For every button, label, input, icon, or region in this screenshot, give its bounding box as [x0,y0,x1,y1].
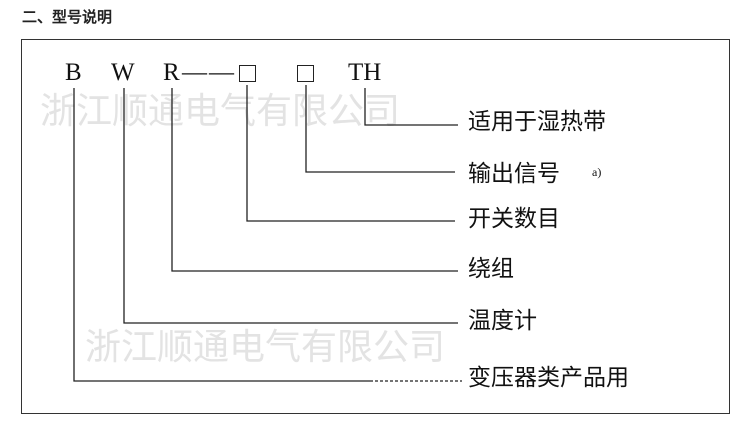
label-thermometer: 温度计 [468,308,537,334]
connector-switch-count [246,85,455,222]
watermark: 浙江顺通电气有限公司 [40,91,401,132]
section-heading: 二、型号说明 [22,8,113,26]
placeholder-box-switch-count [239,65,256,82]
connector-th [364,88,458,126]
connector-thermometer [123,88,458,324]
code-letter-w: W [111,59,135,86]
label-transformer: 变压器类产品用 [468,365,629,391]
connector-winding [171,88,458,272]
diagram-frame [21,39,730,414]
code-letter-b: B [65,59,82,86]
label-humid-tropics: 适用于湿热带 [468,109,606,135]
code-dashes: —— [182,59,236,86]
connector-transformer [73,88,370,382]
code-letters-th: TH [348,59,382,86]
label-output-signal: 输出信号 [468,161,560,187]
label-winding: 绕组 [468,256,514,282]
watermark: 浙江顺通电气有限公司 [85,327,446,368]
code-letter-r: R [163,59,180,86]
connector-output [305,85,455,173]
placeholder-box-output [297,65,314,82]
label-switch-count: 开关数目 [468,206,560,232]
label-output-note: a) [592,165,602,179]
